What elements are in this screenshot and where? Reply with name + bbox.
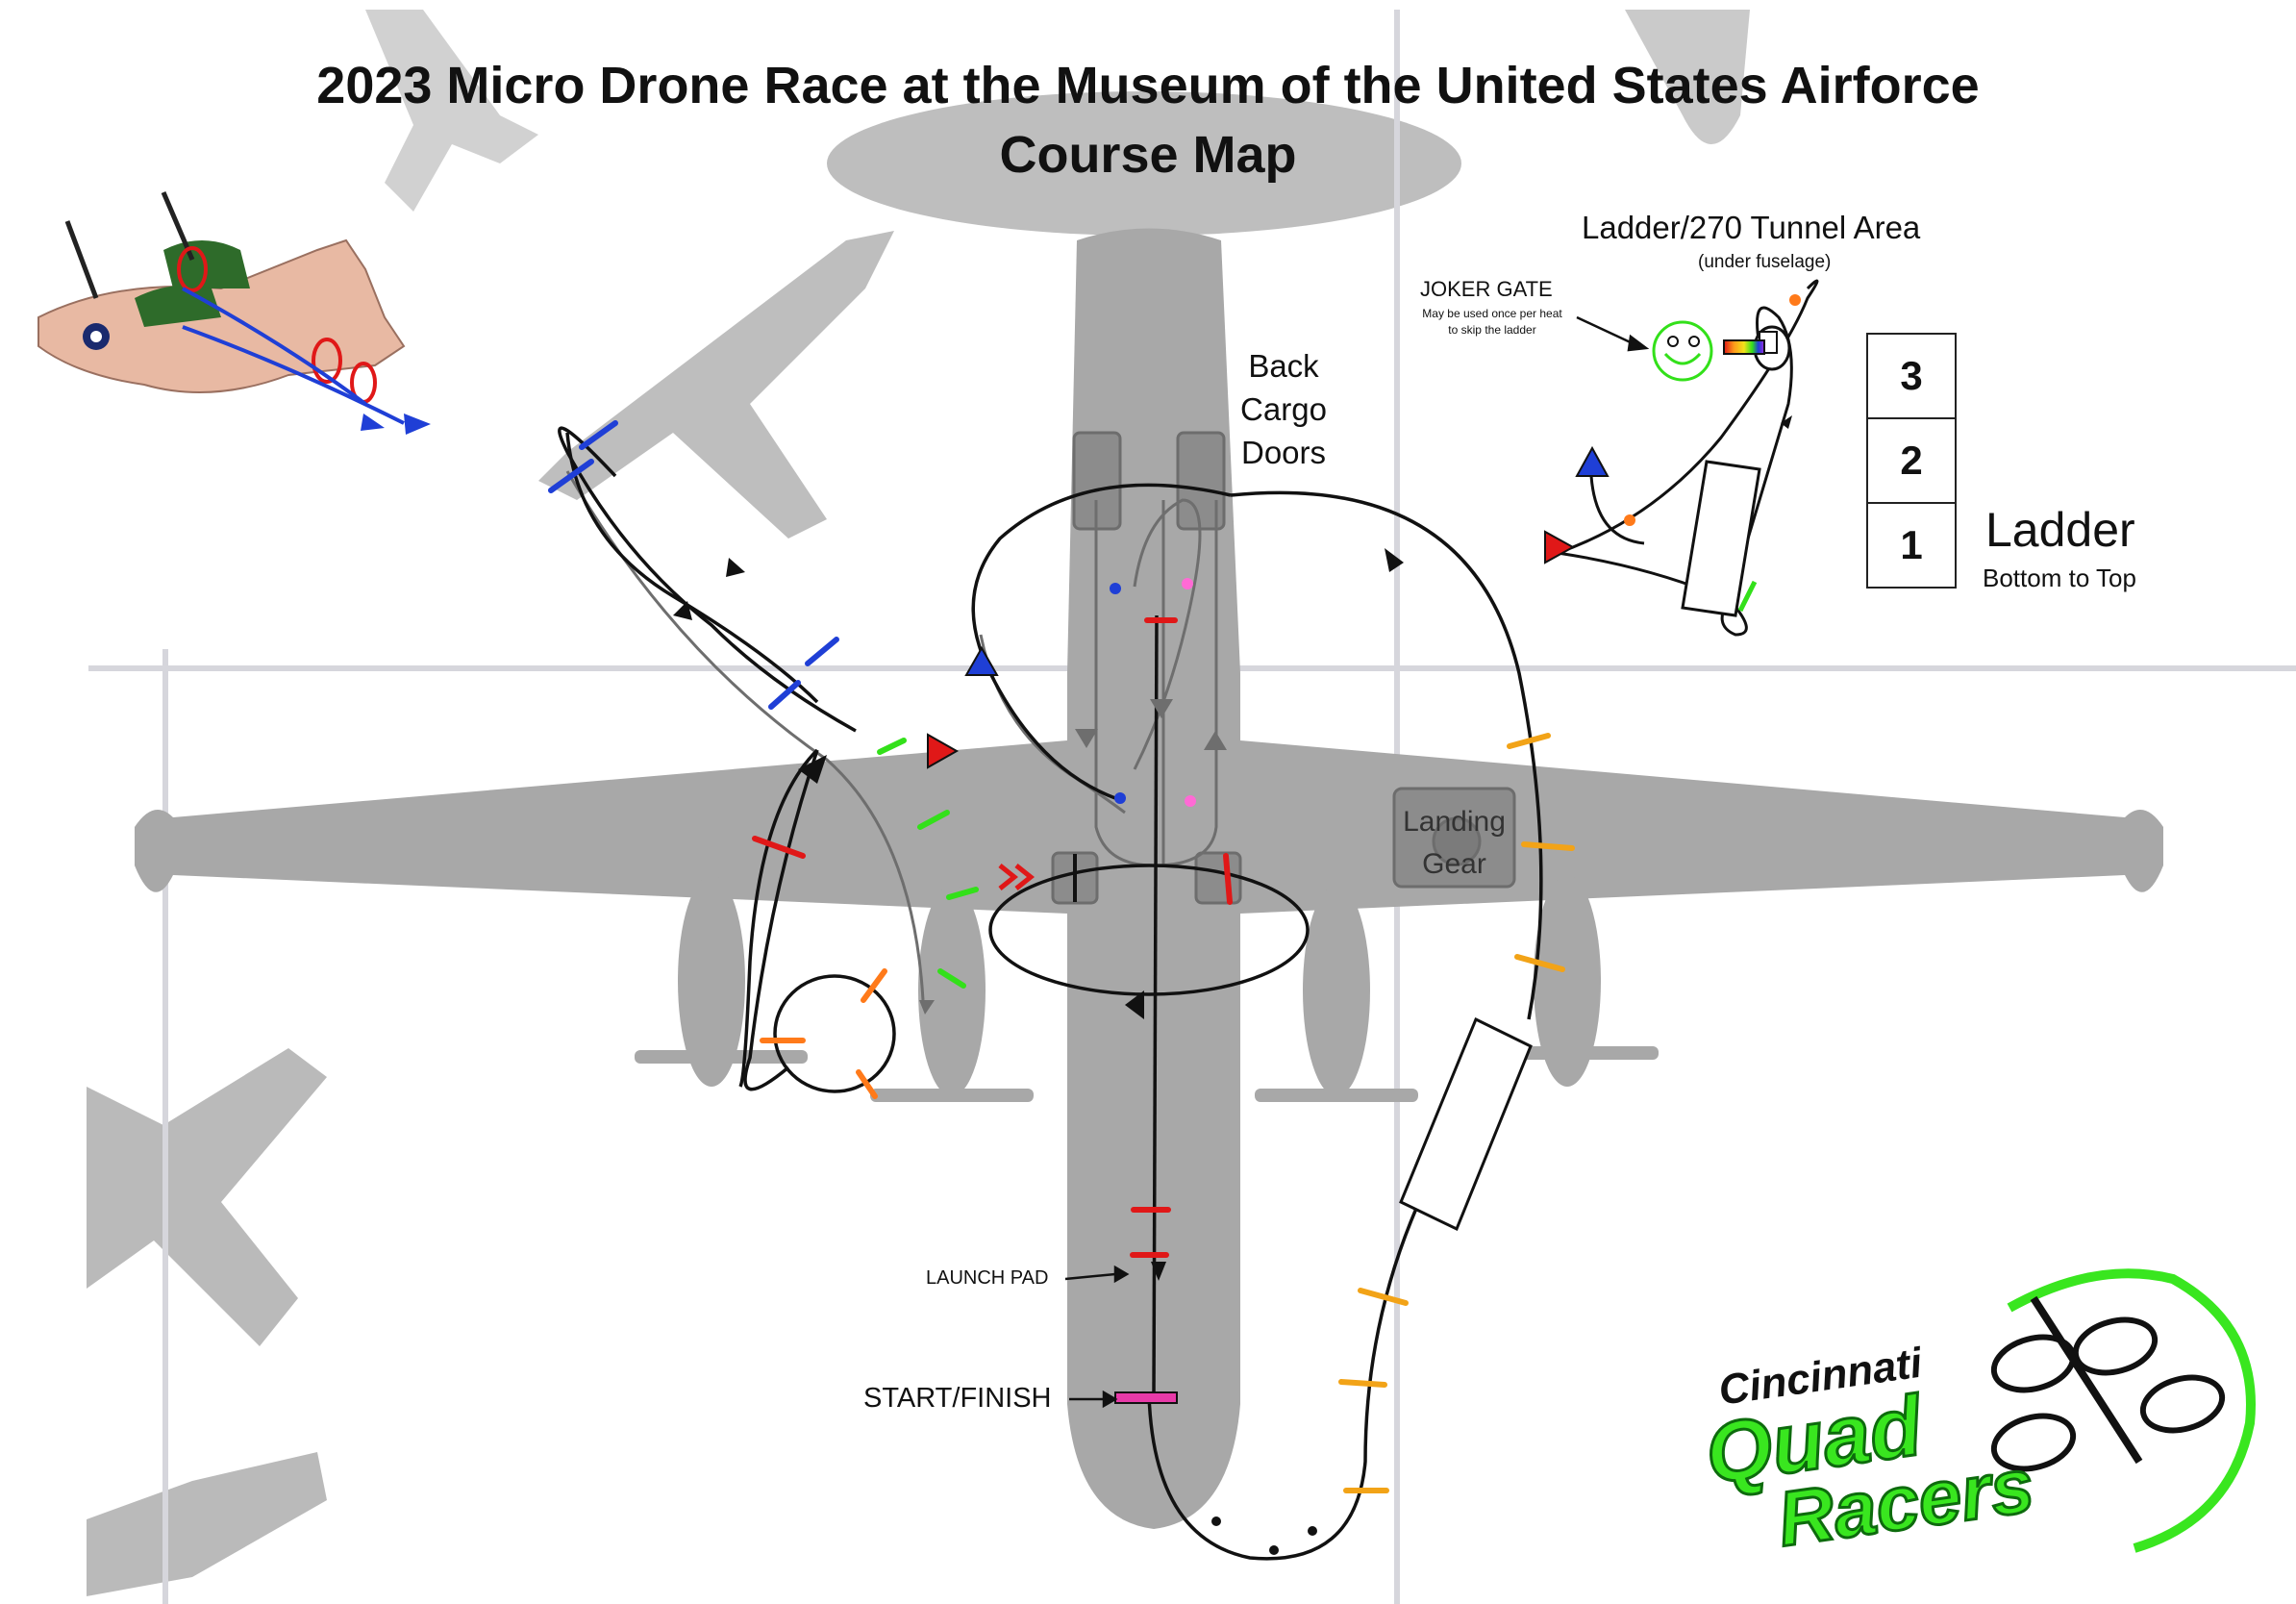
course-direction-arrows (673, 548, 1404, 1281)
launch-pad-label: LAUNCH PAD (926, 1267, 1049, 1289)
ladder-level-2: 2 (1866, 417, 1957, 504)
course-gates (548, 420, 1575, 1493)
start-finish-gate (1114, 1391, 1178, 1404)
inset-title: Ladder/270 Tunnel Area (1582, 210, 1921, 245)
label-line: Cargo (1240, 391, 1327, 427)
model-plane-illustration (37, 191, 431, 435)
map-title: 2023 Micro Drone Race at the Museum of t… (316, 57, 1980, 114)
back-cargo-doors-label: Back Cargo Doors (1240, 344, 1327, 474)
inset-subtitle: (under fuselage) (1698, 252, 1832, 272)
label-line: Gear (1422, 848, 1486, 880)
label-line: Back (1248, 348, 1319, 384)
note-line: to skip the ladder (1448, 323, 1536, 337)
label-line: Landing (1403, 806, 1506, 838)
start-triangles (927, 645, 999, 769)
red-chevrons (998, 864, 1036, 890)
label-line: Doors (1240, 435, 1327, 470)
ladder-title: Ladder (1985, 503, 2135, 557)
main-aircraft-silhouette (135, 228, 2163, 1529)
joker-gate-label: JOKER GATE (1420, 277, 1553, 301)
hatch-blocks (1051, 431, 1516, 905)
ladder-subtitle: Bottom to Top (1983, 564, 2136, 592)
inset-tunnel-diagram (1544, 279, 1819, 637)
background-aircraft-silhouettes (87, 10, 1750, 1596)
label-arrows (1064, 315, 1650, 1409)
map-subtitle: Course Map (999, 126, 1297, 184)
note-line: May be used once per heat (1422, 307, 1562, 320)
start-finish-label: START/FINISH (863, 1383, 1052, 1414)
ladder-level-3: 3 (1866, 333, 1957, 419)
course-dots (1110, 578, 1317, 1555)
main-course-path (558, 426, 1543, 1561)
logo-graphics (1990, 1268, 2256, 1553)
landing-gear-label: Landing Gear (1394, 801, 1514, 886)
gray-direction-arrows (919, 699, 1227, 1015)
ladder-level-1: 1 (1866, 502, 1957, 589)
tunnel-lower-right (1399, 1016, 1533, 1232)
joker-gate-note: May be used once per heat to skip the la… (1406, 306, 1579, 338)
